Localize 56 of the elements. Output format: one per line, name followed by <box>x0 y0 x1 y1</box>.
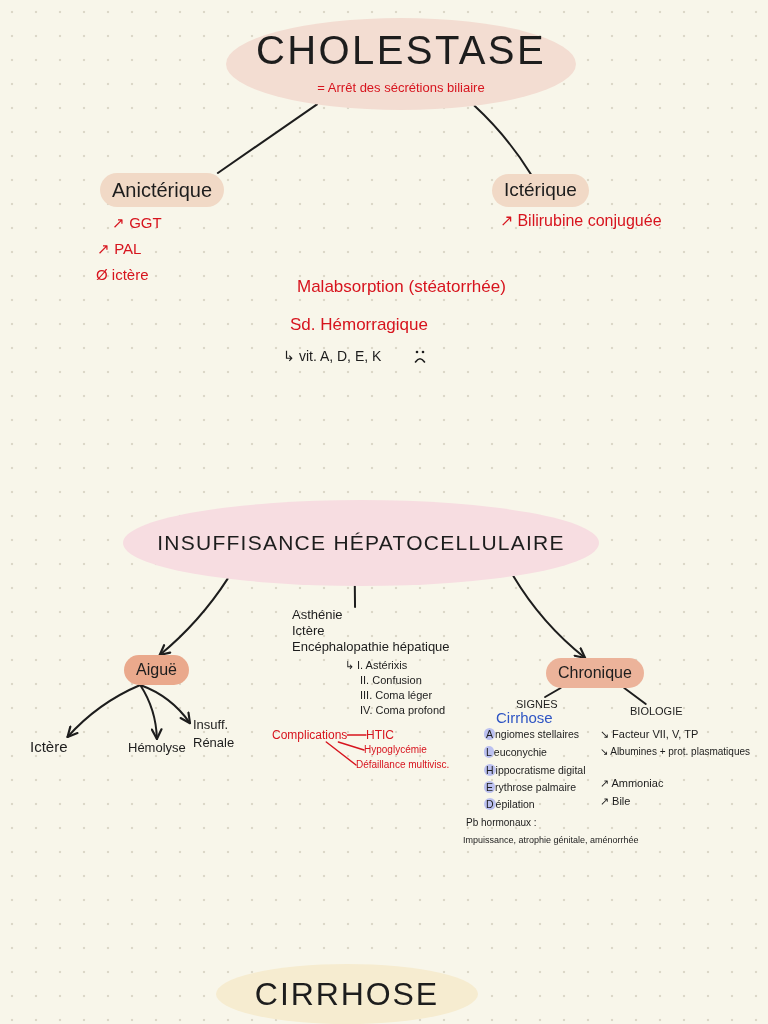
connector-line <box>544 687 562 698</box>
sign-text: Erythrose palmaire <box>484 780 577 794</box>
term-text: Complications <box>272 728 348 742</box>
term-text: Défaillance multivisc. <box>356 759 450 771</box>
term-text: Hémolyse <box>128 739 186 757</box>
sign-text: Leuconychie <box>484 745 547 759</box>
heading-text: BIOLOGIE <box>630 704 683 718</box>
title-text: CIRRHOSE <box>254 975 440 1014</box>
highlighted-heading: Anictérique <box>100 173 225 207</box>
connector-line <box>623 687 647 705</box>
term-text: Hypoglycémie <box>364 744 427 756</box>
stage-text: III. Coma léger <box>360 688 433 703</box>
title-text: CHOLESTASE <box>256 30 546 71</box>
note-text: Malabsorption (stéatorrhée) <box>297 276 506 298</box>
arrow <box>512 575 587 660</box>
list-item-text: Asthénie <box>292 607 344 623</box>
sign-text: Hippocratisme digital <box>484 763 586 777</box>
note-text: ↳ vit. A, D, E, K <box>283 347 382 366</box>
list-item-text: Encéphalopathie hépatique <box>292 639 450 655</box>
lab-result-text: ↗ Bile <box>600 794 631 809</box>
sign-text: Dépilation <box>484 797 535 811</box>
note-text: Pb hormonaux : <box>466 816 537 830</box>
highlighted-heading: Chronique <box>546 658 644 688</box>
connector-line <box>325 741 357 766</box>
note-text: Ø ictère <box>96 265 149 285</box>
arrow <box>158 577 229 657</box>
stage-text: IV. Coma profond <box>360 703 446 718</box>
connector-line <box>216 103 318 174</box>
note-text: Sd. Hémorragique <box>290 314 428 336</box>
term-text: Insuff. Rénale <box>190 716 250 752</box>
connector-line <box>346 734 367 736</box>
arrow <box>66 684 142 739</box>
subheading-text: Cirrhose <box>496 708 553 728</box>
lab-result-text: ↘ Facteur VII, V, TP <box>600 727 699 742</box>
connector-line <box>337 741 365 751</box>
stage-text: II. Confusion <box>360 673 422 688</box>
note-text: ↗ PAL <box>97 239 142 259</box>
sign-text: Angiomes stellaires <box>484 727 580 741</box>
term-text: HTIC <box>366 728 394 742</box>
note-text: Impuissance, atrophie génitale, aménorrhée <box>463 834 639 847</box>
arrow <box>139 684 192 725</box>
lab-result-text: ↘ Albumines + prot. plasmatiques <box>600 745 751 759</box>
subtitle-text: = Arrêt des sécrétions biliaire <box>317 79 485 98</box>
arrow <box>139 684 163 741</box>
list-item-text: Ictère <box>292 623 326 639</box>
stage-text: ↳ I. Astérixis <box>345 658 408 673</box>
heading-text: SIGNES <box>516 697 558 711</box>
connector-line <box>353 585 357 608</box>
note-text: ↗ GGT <box>112 213 162 233</box>
term-text: Ictère <box>30 737 68 757</box>
highlighted-heading: Ictérique <box>492 174 589 207</box>
lab-result-text: ↗ Ammoniac <box>600 776 664 791</box>
connector-line <box>473 104 532 175</box>
note-text: ↗ Bilirubine conjuguée <box>500 211 662 231</box>
highlighted-heading: Aiguë <box>124 655 189 685</box>
title-text: INSUFFISANCE HÉPATOCELLULAIRE <box>157 530 565 557</box>
